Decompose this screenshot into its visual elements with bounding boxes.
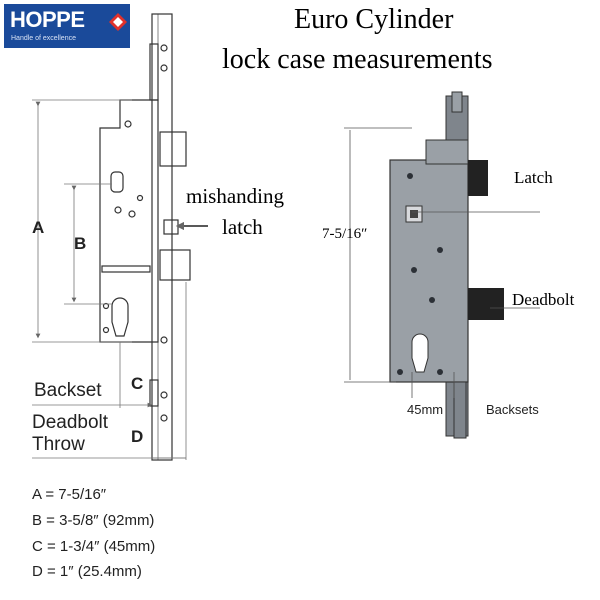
right-latch-label: Latch xyxy=(514,168,553,187)
mishanding-label-line-2: latch xyxy=(222,215,263,239)
right-top-tab xyxy=(451,91,463,113)
right-backset-mm-label: 45mm xyxy=(407,402,444,417)
title-line-2: lock case measurements xyxy=(222,44,493,75)
dimension-a-label: A xyxy=(32,218,45,237)
title-line-1: Euro Cylinder xyxy=(294,4,454,35)
backset-label: Backset xyxy=(34,380,102,401)
left-latch-bolt xyxy=(159,131,187,167)
left-lock-drawing xyxy=(99,13,191,461)
dimension-c-label: C xyxy=(131,374,144,393)
mishanding-label-line-1: mishanding xyxy=(186,184,284,208)
legend-item-c: C = 1-3/4″ (45mm) xyxy=(32,538,156,555)
right-deadbolt-label: Deadbolt xyxy=(512,290,575,309)
legend-item-d: D = 1″ (25.4mm) xyxy=(32,563,142,580)
brand-tagline: Handle of excellence xyxy=(11,35,76,42)
dimension-d-label: D xyxy=(131,427,144,446)
left-dimension-lines xyxy=(32,99,208,460)
left-follower xyxy=(110,171,124,193)
right-deadbolt xyxy=(468,288,504,320)
left-faceplate xyxy=(151,13,173,461)
right-lock-case xyxy=(389,159,469,383)
right-lock-drawing xyxy=(389,91,504,439)
deadbolt-throw-label-line-1: Deadbolt xyxy=(32,412,109,433)
dimension-b-label: B xyxy=(74,234,87,253)
left-cylinder-hole xyxy=(111,297,129,337)
hoppe-mark-icon xyxy=(109,13,127,31)
right-backsets-label: Backsets xyxy=(486,402,539,417)
right-latch-bolt xyxy=(468,160,488,196)
brand-logo: HOPPE Handle of excellence xyxy=(4,4,130,48)
legend-item-b: B = 3-5/8″ (92mm) xyxy=(32,512,155,529)
right-dimension-lines xyxy=(344,127,540,398)
right-height-label: 7-5/16″ xyxy=(322,226,368,242)
left-mishanding-latch xyxy=(163,219,179,235)
brand-name: HOPPE xyxy=(10,7,85,32)
deadbolt-throw-label-line-2: Throw xyxy=(32,434,85,455)
legend-item-a: A = 7-5/16″ xyxy=(32,486,107,503)
left-deadbolt xyxy=(159,249,191,281)
right-cylinder-hole xyxy=(411,333,429,373)
